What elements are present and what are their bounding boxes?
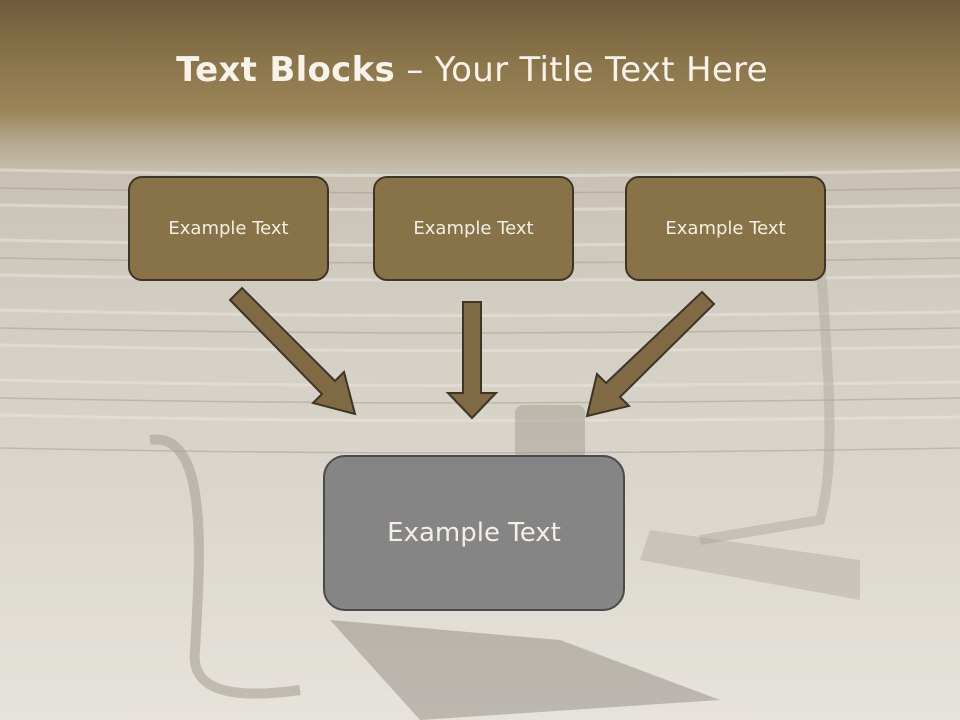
title-separator: – (395, 50, 435, 90)
text-block-center-label: Example Text (413, 218, 534, 239)
title-bold-part: Text Blocks (176, 50, 396, 90)
text-block-right-label: Example Text (665, 218, 786, 239)
text-block-left-label: Example Text (168, 218, 289, 239)
text-block-left: Example Text (128, 176, 329, 281)
text-block-main: Example Text (323, 455, 625, 611)
text-block-center: Example Text (373, 176, 574, 281)
slide-title: Text Blocks – Your Title Text Here (0, 50, 944, 90)
text-block-right: Example Text (625, 176, 826, 281)
text-block-main-label: Example Text (387, 518, 561, 548)
title-rest-part: Your Title Text Here (434, 50, 768, 90)
